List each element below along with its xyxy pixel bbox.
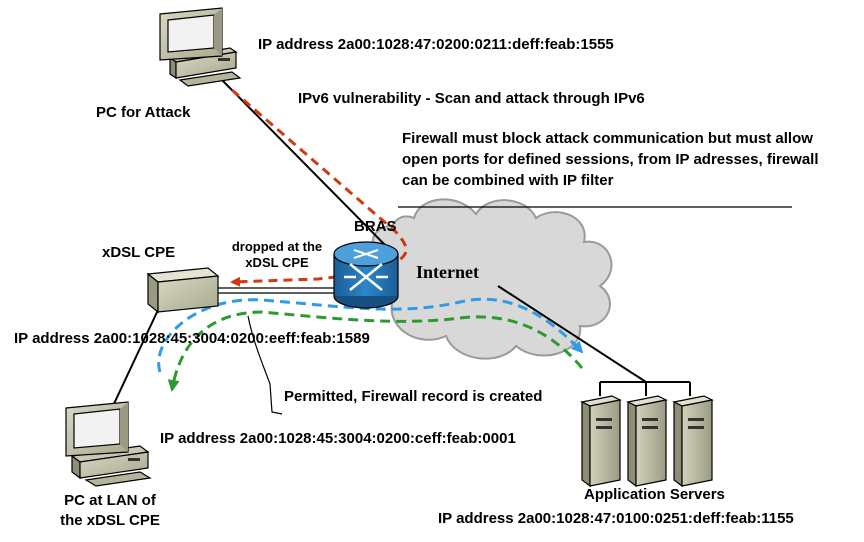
internet-label: Internet <box>416 262 479 282</box>
server-tower-icon <box>672 395 714 488</box>
attack-pc-icon <box>159 7 242 87</box>
lan-pc-ip-label: IP address 2a00:1028:45:3004:0200:ceff:f… <box>160 430 516 447</box>
permitted-leader-line <box>247 315 283 415</box>
bras-router-icon <box>333 241 399 309</box>
bras-label: BRAS <box>354 218 397 235</box>
link-cpe-lan-pc <box>111 309 159 409</box>
dropped-label-line1: dropped at the <box>231 239 323 254</box>
xdsl-cpe-icon <box>146 267 220 314</box>
attack-pc-name-label: PC for Attack <box>96 104 191 121</box>
servers-ip-label: IP address 2a00:1028:47:0100:0251:deff:f… <box>438 510 794 527</box>
attack-pc-ip-label: IP address 2a00:1028:47:0200:0211:deff:f… <box>258 36 614 53</box>
lan-pc-name-line2: the xDSL CPE <box>60 512 160 529</box>
servers-name-label: Application Servers <box>584 486 725 503</box>
xdsl-cpe-label: xDSL CPE <box>102 244 176 261</box>
dropped-label-line2: xDSL CPE <box>245 255 309 270</box>
vulnerability-label: IPv6 vulnerability - Scan and attack thr… <box>298 90 645 107</box>
link-cloud-servers <box>497 285 647 383</box>
firewall-note-label: Firewall must block attack communication… <box>402 130 819 189</box>
server-bus <box>599 381 691 396</box>
cpe-ip-label: IP address 2a00:1028:45:3004:0200:eeff:f… <box>14 330 370 347</box>
server-tower-icon <box>580 395 622 488</box>
lan-pc-icon <box>65 401 152 487</box>
server-tower-icon <box>626 395 668 488</box>
lan-pc-name-line1: PC at LAN of <box>64 492 156 509</box>
link-attack-pc-bras <box>221 79 389 249</box>
permitted-label: Permitted, Firewall record is created <box>284 388 543 405</box>
